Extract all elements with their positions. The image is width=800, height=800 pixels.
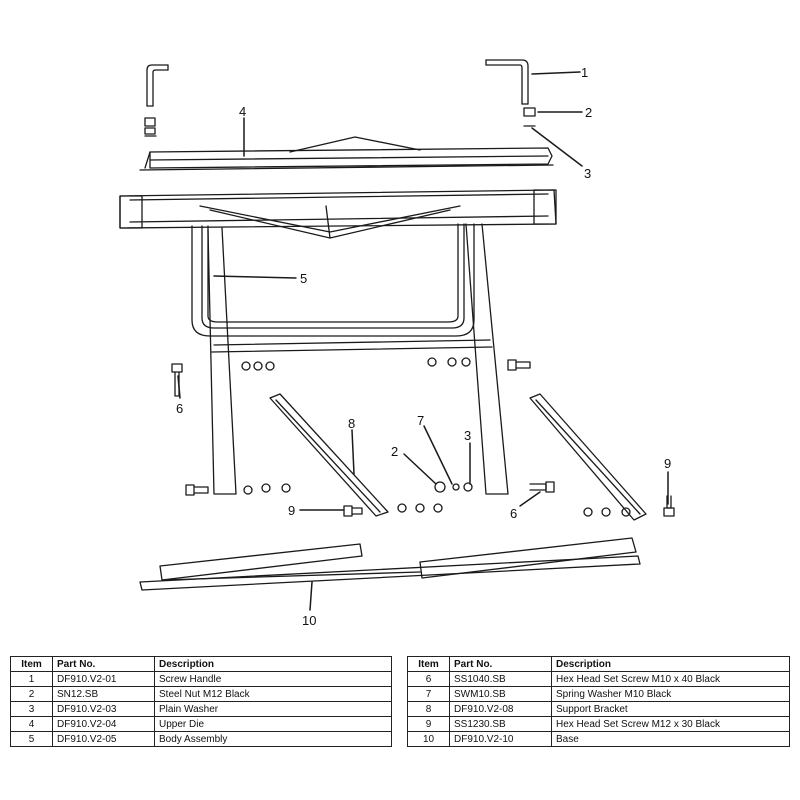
- header-part-no: Part No.: [449, 656, 552, 672]
- bolt-left-top: [171, 363, 183, 397]
- callout-5: 5: [300, 271, 307, 286]
- cell-part-no: SWM10.SB: [449, 686, 552, 702]
- table-row: 9 SS1230.SB Hex Head Set Screw M12 x 30 …: [407, 716, 790, 732]
- cell-item: 8: [407, 701, 450, 717]
- exploded-parts-diagram: 1 2 3 4 5 6 7 2 3 8 9 6 9 10: [119, 59, 675, 628]
- table-header: Item Part No. Description: [10, 656, 392, 672]
- cell-part-no: DF910.V2-05: [52, 731, 155, 747]
- cell-description: Base: [551, 731, 790, 747]
- callout-2: 2: [585, 105, 592, 120]
- bolt-bottom-right: [529, 481, 555, 493]
- cell-item: 9: [407, 716, 450, 732]
- body-assembly: [119, 189, 557, 495]
- cell-part-no: SS1040.SB: [449, 671, 552, 687]
- callout-6: 6: [510, 506, 517, 521]
- bolt-far-right: [663, 495, 675, 517]
- callout-6: 6: [176, 401, 183, 416]
- callout-9: 9: [288, 503, 295, 518]
- cell-item: 4: [10, 716, 53, 732]
- cell-part-no: DF910.V2-04: [52, 716, 155, 732]
- parts-table-right: Item Part No. Description 6 SS1040.SB He…: [407, 656, 790, 747]
- callout-10: 10: [302, 613, 316, 628]
- table-row: 4 DF910.V2-04 Upper Die: [10, 716, 392, 732]
- callout-3: 3: [584, 166, 591, 181]
- cell-description: Steel Nut M12 Black: [154, 686, 392, 702]
- cell-description: Spring Washer M10 Black: [551, 686, 790, 702]
- cell-item: 2: [10, 686, 53, 702]
- leader-lines: [177, 71, 669, 611]
- cell-part-no: DF910.V2-01: [52, 671, 155, 687]
- cell-description: Hex Head Set Screw M12 x 30 Black: [551, 716, 790, 732]
- upper-die: [139, 136, 554, 171]
- table-row: 6 SS1040.SB Hex Head Set Screw M10 x 40 …: [407, 671, 790, 687]
- base: [139, 537, 641, 591]
- cell-item: 7: [407, 686, 450, 702]
- cell-item: 1: [10, 671, 53, 687]
- callout-7: 7: [417, 413, 424, 428]
- table-row: 7 SWM10.SB Spring Washer M10 Black: [407, 686, 790, 702]
- cell-description: Plain Washer: [154, 701, 392, 717]
- header-part-no: Part No.: [52, 656, 155, 672]
- parts-table-left: Item Part No. Description 1 DF910.V2-01 …: [10, 656, 392, 747]
- cell-description: Upper Die: [154, 716, 392, 732]
- nut-cluster: [241, 357, 631, 517]
- table-row: 1 DF910.V2-01 Screw Handle: [10, 671, 392, 687]
- header-item: Item: [407, 656, 450, 672]
- cell-item: 10: [407, 731, 450, 747]
- cell-item: 3: [10, 701, 53, 717]
- bolt-bottom-center: [343, 505, 363, 517]
- cell-part-no: DF910.V2-08: [449, 701, 552, 717]
- table-row: 5 DF910.V2-05 Body Assembly: [10, 731, 392, 747]
- cell-item: 6: [407, 671, 450, 687]
- table-row: 2 SN12.SB Steel Nut M12 Black: [10, 686, 392, 702]
- screw-handle-left: [146, 64, 169, 107]
- nut-washer-left: [144, 117, 157, 137]
- bolt-right-top: [507, 359, 531, 371]
- callout-3: 3: [464, 428, 471, 443]
- callout-8: 8: [348, 416, 355, 431]
- callout-1: 1: [581, 65, 588, 80]
- cell-description: Support Bracket: [551, 701, 790, 717]
- screw-handle-right: [485, 59, 529, 105]
- bolt-left-bottom: [185, 484, 209, 496]
- table-row: 8 DF910.V2-08 Support Bracket: [407, 701, 790, 717]
- cell-description: Body Assembly: [154, 731, 392, 747]
- header-description: Description: [154, 656, 392, 672]
- callout-9: 9: [664, 456, 671, 471]
- support-bracket-right: [529, 393, 647, 521]
- cell-part-no: SS1230.SB: [449, 716, 552, 732]
- cell-description: Hex Head Set Screw M10 x 40 Black: [551, 671, 790, 687]
- callout-4: 4: [239, 104, 246, 119]
- callout-2: 2: [391, 444, 398, 459]
- table-header: Item Part No. Description: [407, 656, 790, 672]
- table-row: 3 DF910.V2-03 Plain Washer: [10, 701, 392, 717]
- cell-part-no: DF910.V2-03: [52, 701, 155, 717]
- cell-description: Screw Handle: [154, 671, 392, 687]
- cell-item: 5: [10, 731, 53, 747]
- header-description: Description: [551, 656, 790, 672]
- nut-washer-right: [523, 107, 536, 127]
- cell-part-no: SN12.SB: [52, 686, 155, 702]
- table-row: 10 DF910.V2-10 Base: [407, 731, 790, 747]
- support-bracket-left: [269, 393, 389, 517]
- cell-part-no: DF910.V2-10: [449, 731, 552, 747]
- header-item: Item: [10, 656, 53, 672]
